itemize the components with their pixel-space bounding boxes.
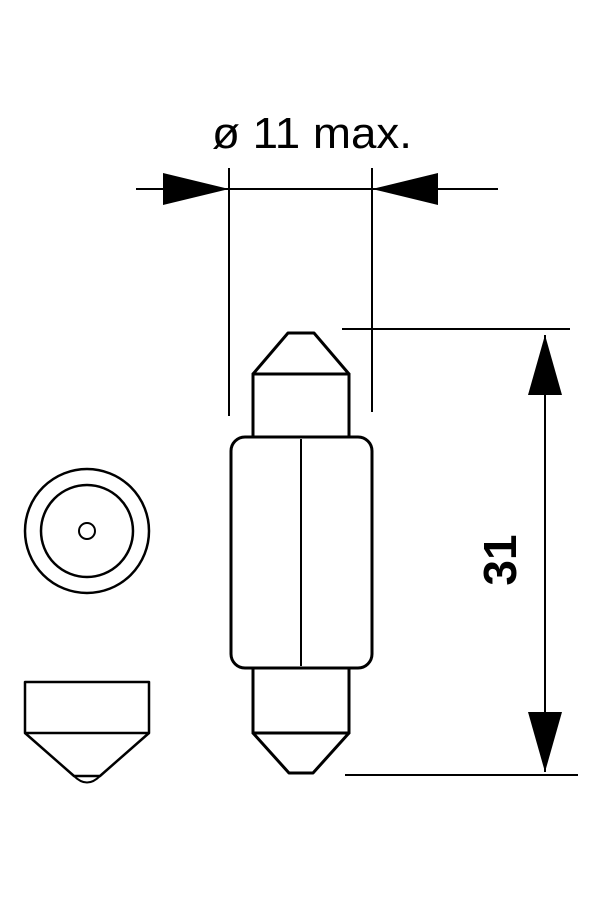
cap-profile-body	[23, 680, 151, 735]
diameter-dimension-label: ø 11 max.	[212, 109, 412, 158]
end-view-inner-circle	[39, 483, 135, 579]
bulb-end-view	[23, 467, 151, 595]
length-arrow-bottom	[528, 712, 562, 772]
bottom-cap-neck	[251, 666, 351, 735]
length-dimension	[342, 328, 578, 776]
top-cap-cone	[251, 331, 351, 376]
end-view-center-contact	[78, 522, 96, 540]
diameter-arrow-left	[163, 173, 229, 205]
diameter-dimension	[136, 168, 498, 416]
diameter-arrow-right	[372, 173, 438, 205]
length-arrow-top	[528, 335, 562, 395]
cap-profile-cone	[24, 732, 150, 778]
end-view-outer-circle	[23, 467, 151, 595]
top-cap-neck	[251, 372, 351, 439]
cap-profile-tip	[73, 775, 101, 784]
bottom-cap-cone	[251, 731, 351, 775]
bulb-cap-profile	[23, 680, 151, 784]
length-dimension-label: 31	[474, 534, 526, 585]
bulb-side-view	[229, 331, 374, 775]
